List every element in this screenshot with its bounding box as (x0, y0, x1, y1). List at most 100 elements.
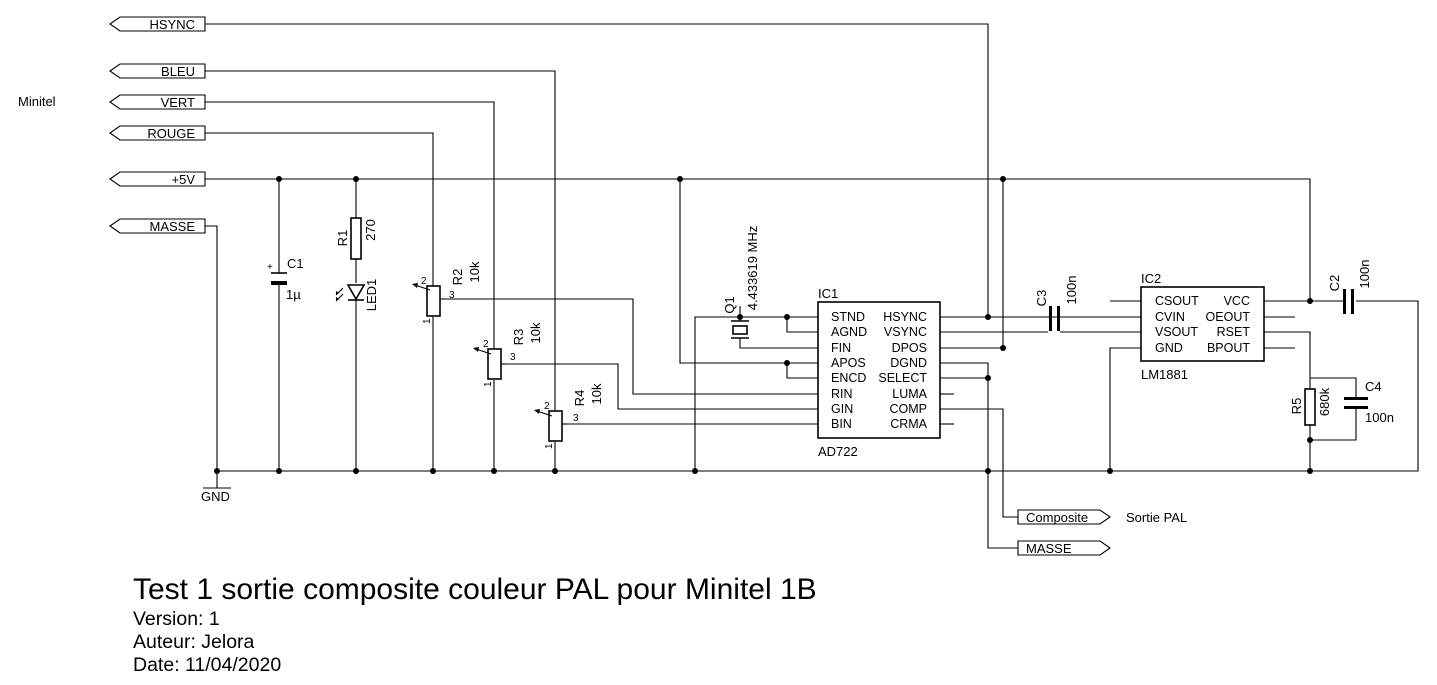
schematic-version: Version: 1 (133, 608, 220, 630)
title-block: Test 1 sortie composite couleur PAL pour… (133, 572, 817, 677)
port-hsync: HSYNC (109, 16, 206, 32)
ic1-part: AD722 (818, 444, 858, 459)
q1-value: 4.433619 MHz (745, 226, 760, 311)
c3-ref: C3 (1034, 290, 1049, 307)
svg-text:VSOUT: VSOUT (1155, 325, 1198, 339)
ic1-ad722: IC1 AD722 STND AGND FIN APOS ENCD RIN GI… (817, 286, 941, 459)
c3-value: 100n (1064, 276, 1079, 305)
r3-value: 10k (528, 322, 543, 343)
capacitor-c3: C3 100n (1034, 276, 1079, 331)
capacitor-c4: C4 100n (1344, 379, 1394, 425)
svg-text:1: 1 (483, 381, 494, 387)
svg-text:FIN: FIN (831, 341, 851, 355)
svg-text:BPOUT: BPOUT (1207, 341, 1250, 355)
ic2-part: LM1881 (1141, 367, 1188, 382)
svg-text:HSYNC: HSYNC (883, 310, 927, 324)
port-masse-out: MASSE (1017, 540, 1111, 556)
svg-text:+: + (267, 262, 273, 273)
svg-text:VCC: VCC (1224, 294, 1250, 308)
svg-text:1: 1 (544, 443, 555, 449)
port-masse-out-label: MASSE (1026, 541, 1072, 556)
svg-text:GIN: GIN (831, 402, 853, 416)
r4-value: 10k (589, 383, 604, 404)
svg-text:OEOUT: OEOUT (1206, 310, 1251, 324)
port-rouge-label: ROUGE (147, 126, 195, 141)
svg-text:CSOUT: CSOUT (1155, 294, 1199, 308)
port-rouge: ROUGE (109, 125, 206, 141)
svg-text:3: 3 (573, 413, 579, 424)
r1-ref: R1 (335, 230, 350, 247)
svg-text:CVIN: CVIN (1155, 310, 1185, 324)
svg-text:2: 2 (483, 339, 489, 350)
port-masse-label: MASSE (149, 219, 195, 234)
svg-text:1: 1 (422, 318, 433, 324)
input-ports: HSYNC BLEU VERT ROUGE +5V MASSE Minitel … (18, 16, 230, 504)
output-ports: Composite MASSE Sortie PAL (1017, 509, 1187, 556)
c4-ref: C4 (1365, 379, 1382, 394)
led-led1: LED1 (335, 279, 379, 312)
resistor-r5: R5 680k (1289, 387, 1332, 426)
ic2-ref: IC2 (1141, 271, 1161, 286)
r3-ref: R3 (511, 329, 526, 346)
port-bleu-label: BLEU (161, 64, 195, 79)
port-composite-label: Composite (1026, 510, 1088, 525)
port-masse: MASSE (109, 218, 206, 234)
port-plus5v-label: +5V (172, 172, 196, 187)
c4-value: 100n (1365, 410, 1394, 425)
svg-text:COMP: COMP (890, 402, 928, 416)
svg-text:APOS: APOS (831, 356, 866, 370)
svg-text:CRMA: CRMA (890, 417, 927, 431)
svg-text:GND: GND (1155, 341, 1183, 355)
svg-text:DPOS: DPOS (892, 341, 927, 355)
ic2-lm1881: IC2 LM1881 CSOUT CVIN VSOUT GND VCC OEOU… (1140, 271, 1265, 382)
svg-text:AGND: AGND (831, 325, 867, 339)
port-vert-label: VERT (161, 95, 195, 110)
r1-value: 270 (363, 219, 378, 241)
svg-text:2: 2 (544, 401, 550, 412)
q1-ref: Q1 (722, 296, 737, 313)
ic1-ref: IC1 (818, 286, 838, 301)
r5-ref: R5 (1289, 398, 1304, 415)
minitel-label: Minitel (18, 94, 56, 109)
potentiometer-r4: 2 3 1 R4 10k (534, 383, 604, 449)
port-hsync-label: HSYNC (149, 17, 195, 32)
svg-text:3: 3 (510, 352, 516, 363)
potentiometer-r2: 2 3 1 R2 10k (412, 261, 482, 324)
sortie-pal-label: Sortie PAL (1126, 510, 1187, 525)
svg-text:VSYNC: VSYNC (884, 325, 927, 339)
svg-text:3: 3 (449, 290, 455, 301)
c2-ref: C2 (1327, 275, 1342, 292)
crystal-q1: Q1 4.433619 MHz (722, 226, 760, 342)
svg-text:ENCD: ENCD (831, 371, 866, 385)
svg-text:BIN: BIN (831, 417, 852, 431)
junction-dots (214, 176, 1313, 474)
schematic-date: Date: 11/04/2020 (133, 654, 282, 676)
capacitor-c2: C2 100n (1327, 260, 1372, 314)
port-vert: VERT (109, 94, 206, 110)
svg-text:LUMA: LUMA (892, 387, 927, 401)
svg-text:RSET: RSET (1217, 325, 1251, 339)
schematic-title: Test 1 sortie composite couleur PAL pour… (133, 573, 817, 606)
c2-value: 100n (1357, 260, 1372, 289)
r4-ref: R4 (572, 390, 587, 407)
gnd-label: GND (201, 489, 230, 504)
r2-ref: R2 (450, 269, 465, 286)
svg-text:2: 2 (421, 276, 427, 287)
c1-ref: C1 (287, 256, 304, 271)
port-composite: Composite (1017, 509, 1111, 525)
schematic-author: Auteur: Jelora (133, 631, 255, 653)
svg-text:DGND: DGND (890, 356, 927, 370)
r5-value: 680k (1317, 387, 1332, 416)
port-plus5v: +5V (109, 171, 206, 187)
c1-value: 1µ (286, 287, 301, 302)
svg-text:SELECT: SELECT (878, 371, 927, 385)
capacitor-c1: + C1 1µ (267, 256, 304, 302)
r2-value: 10k (467, 261, 482, 282)
port-bleu: BLEU (109, 63, 206, 79)
potentiometer-r3: 2 3 1 R3 10k (473, 322, 543, 387)
led1-ref: LED1 (364, 279, 379, 312)
svg-text:STND: STND (831, 310, 865, 324)
resistor-r1: R1 270 (335, 217, 378, 260)
svg-text:RIN: RIN (831, 387, 853, 401)
